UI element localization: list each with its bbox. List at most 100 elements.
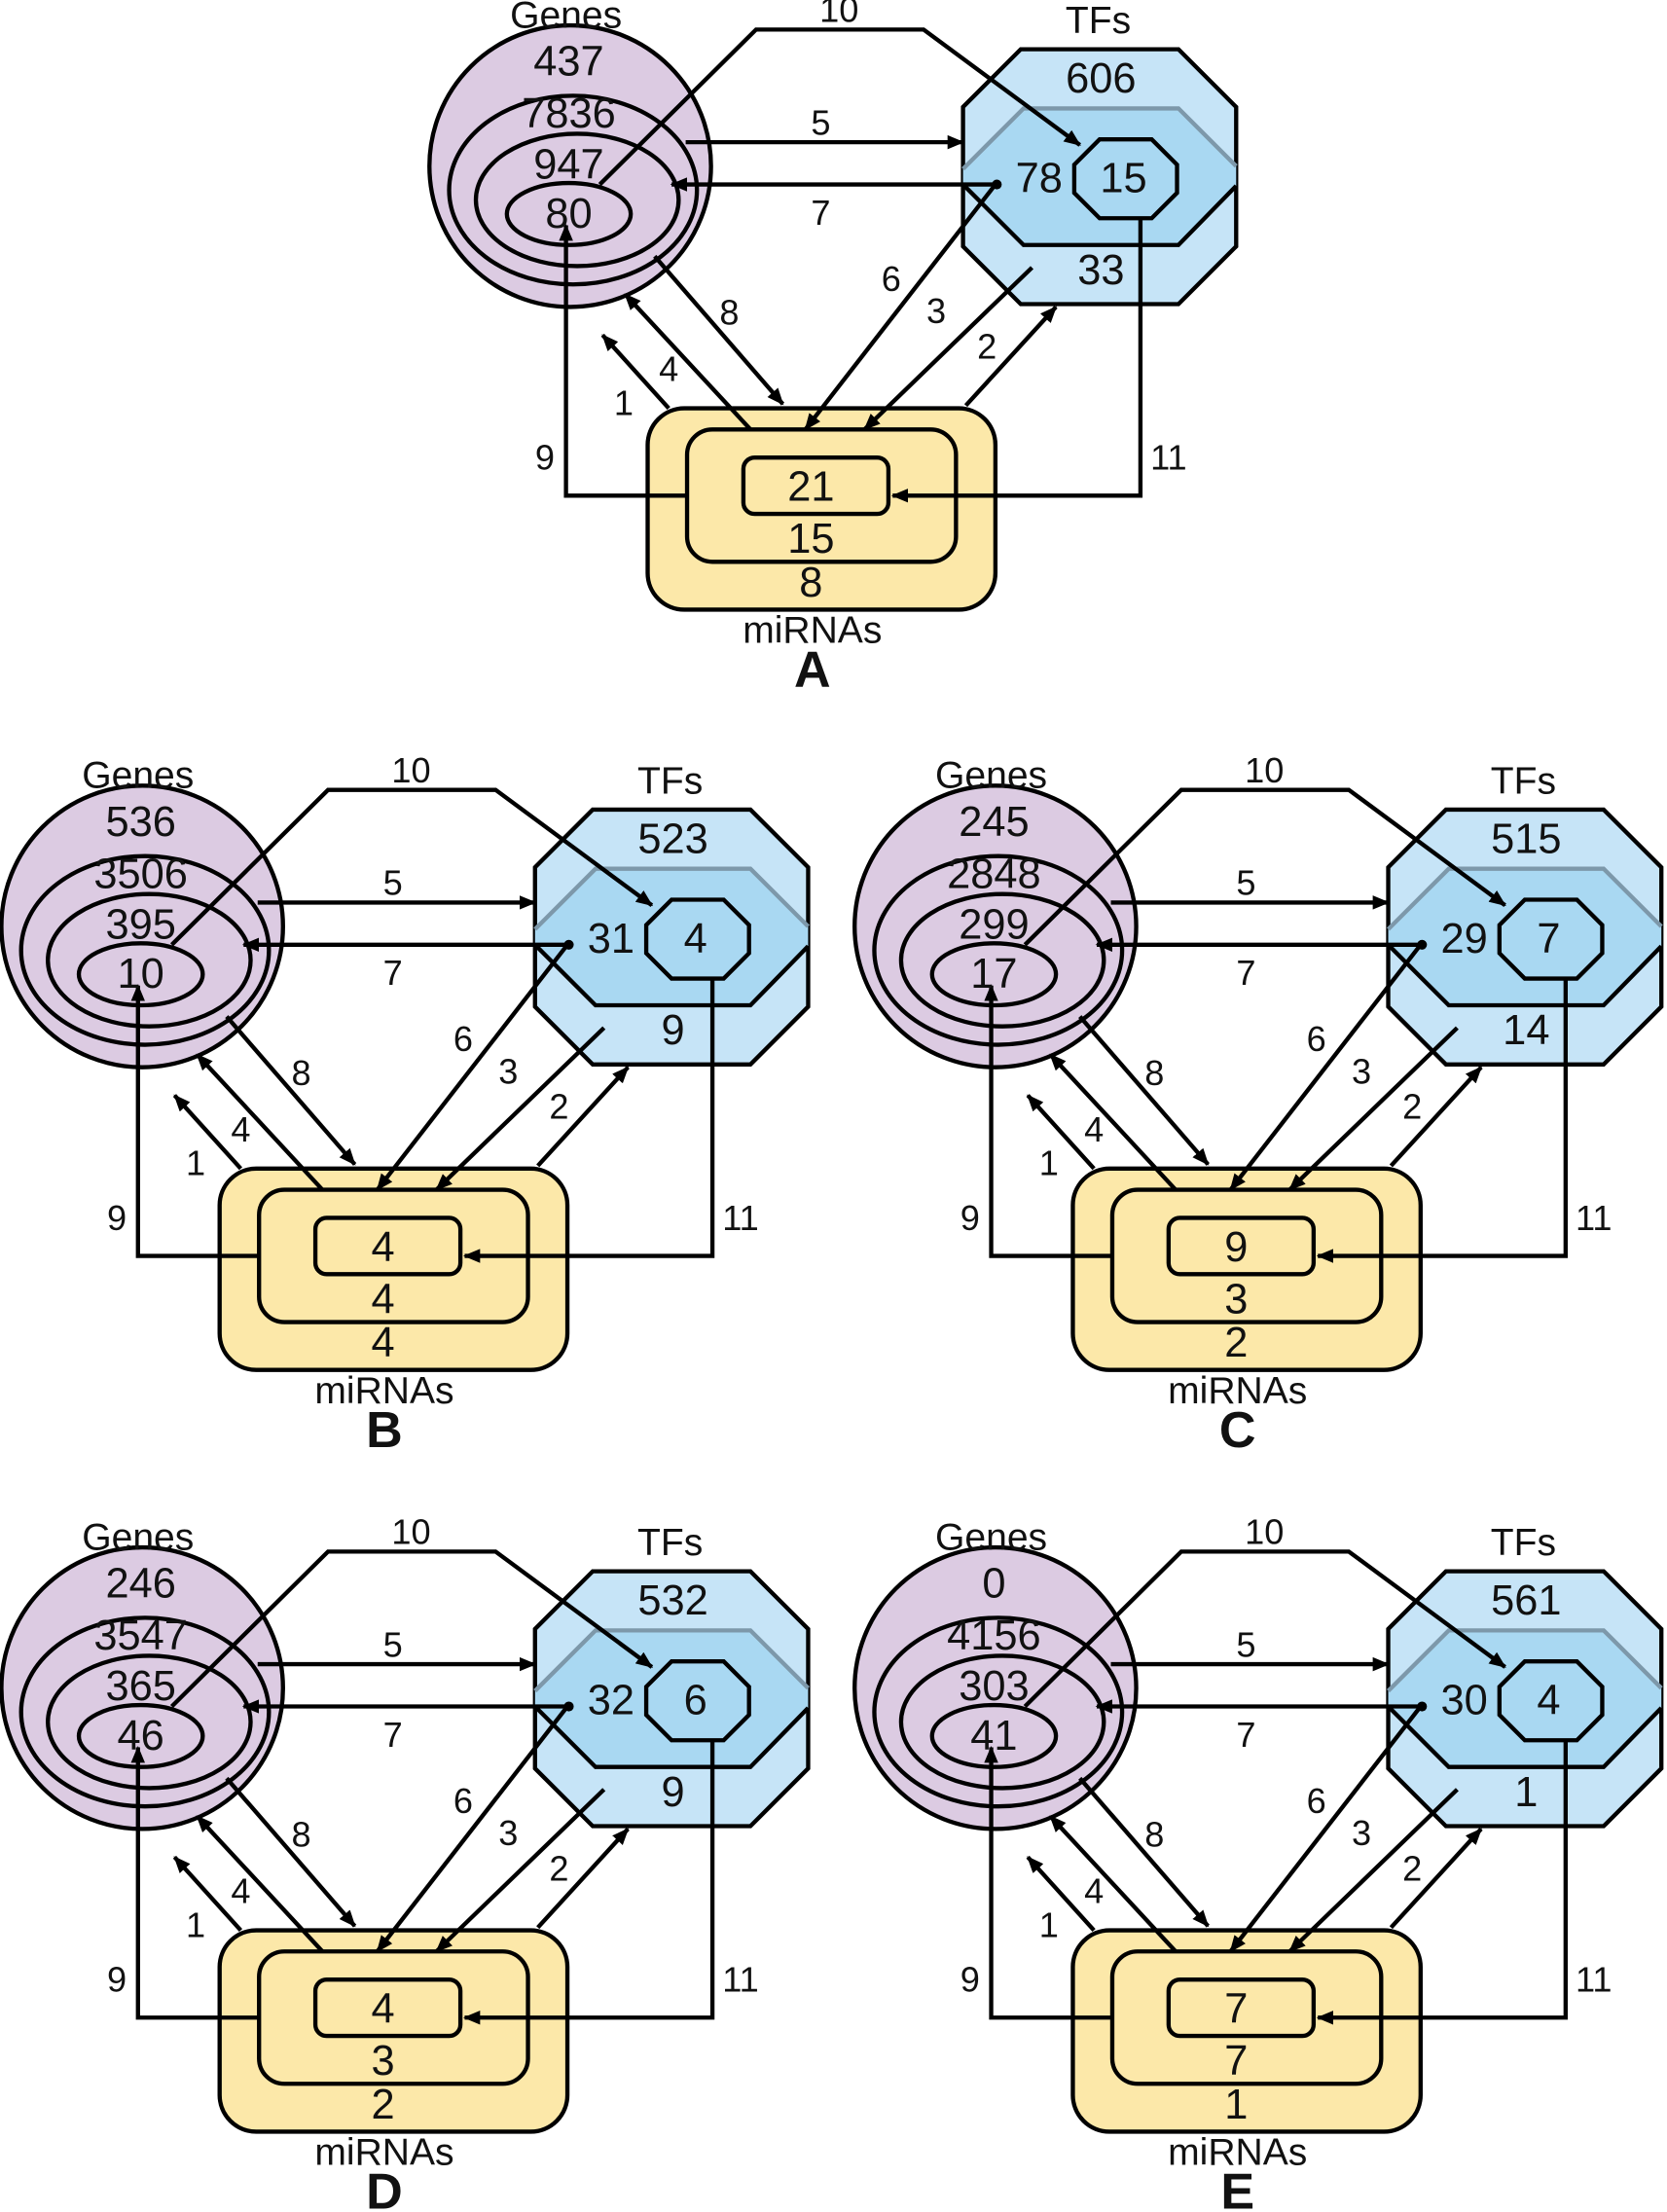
genes-count-3: 947 <box>533 141 603 188</box>
edge-label-4: 4 <box>659 349 678 389</box>
edge-source-dot <box>992 179 1002 190</box>
genes-ring-2 <box>872 1615 1125 1809</box>
tfs-count-bottom: 9 <box>661 1007 684 1054</box>
edge-label-1: 1 <box>1039 1904 1059 1944</box>
mirnas-count-middle: 7 <box>1224 2038 1248 2085</box>
tfs-count-core: 7 <box>1537 916 1560 962</box>
tfs-inner-band-bottom-edge <box>533 1704 811 1769</box>
edge-label-2: 2 <box>1402 1848 1422 1888</box>
edge-label-11: 11 <box>1576 1198 1613 1238</box>
tfs-node <box>960 47 1239 307</box>
edge-label-2: 2 <box>549 1087 568 1127</box>
edge-11-line <box>1316 1740 1569 2025</box>
edge-9-line <box>130 984 260 1258</box>
genes-count-2: 2848 <box>947 851 1041 897</box>
edge-label-4: 4 <box>231 1871 250 1911</box>
edge-label-10: 10 <box>391 750 430 790</box>
genes-outer-circle <box>852 1544 1139 1831</box>
edge-3-line <box>1287 1026 1459 1192</box>
mirnas-inner-box <box>1166 1215 1317 1277</box>
edge-10-line <box>1023 1549 1506 1709</box>
edge-11-line <box>1316 978 1569 1263</box>
tfs-core-octagon <box>1497 897 1605 981</box>
mirnas-inner-box <box>741 455 891 517</box>
genes-title: Genes <box>510 0 622 36</box>
edge-label-5: 5 <box>1236 1624 1255 1664</box>
edge-1-line <box>1026 1094 1096 1171</box>
tfs-node <box>532 807 811 1067</box>
tfs-inner-band-top-edge <box>961 106 1238 171</box>
genes-count-1: 437 <box>533 39 603 86</box>
edge-label-8: 8 <box>1144 1053 1164 1093</box>
edge-label-5: 5 <box>383 863 403 903</box>
genes-ring-2 <box>18 853 272 1047</box>
genes-outer-circle <box>0 1544 285 1831</box>
tfs-count-band: 30 <box>1441 1678 1488 1724</box>
tfs-count-core: 4 <box>1537 1678 1560 1724</box>
edge-2-line <box>1389 1827 1483 1930</box>
mirnas-count-inner: 7 <box>1224 1986 1248 2033</box>
tfs-title: TFs <box>1491 1522 1556 1564</box>
genes-core <box>504 180 634 247</box>
tfs-inner-band-bottom-edge <box>1387 943 1663 1008</box>
edge-label-4: 4 <box>1084 1871 1104 1911</box>
edge-2-line <box>1389 1066 1483 1168</box>
genes-node <box>0 783 285 1070</box>
mirnas-count-middle: 3 <box>1224 1276 1248 1323</box>
edge-6-line <box>376 1705 569 1953</box>
edge-10-line <box>169 787 654 947</box>
panel-label: D <box>366 2164 403 2212</box>
edge-label-6: 6 <box>1307 1019 1326 1059</box>
genes-count-3: 299 <box>959 902 1029 949</box>
tfs-count-band: 29 <box>1441 916 1488 962</box>
genes-count-4: 41 <box>970 1713 1017 1759</box>
edge-3-line <box>1287 1788 1459 1953</box>
edge-label-2: 2 <box>1402 1087 1422 1127</box>
tfs-title: TFs <box>1066 0 1131 42</box>
edge-8-line <box>225 1776 357 1928</box>
edge-label-1: 1 <box>186 1904 205 1944</box>
tfs-inner-band-bottom-edge <box>1387 1704 1663 1769</box>
genes-ring-2 <box>872 853 1125 1047</box>
edge-label-1: 1 <box>186 1143 205 1183</box>
edge-11-line <box>462 1740 715 2025</box>
genes-count-2: 7836 <box>522 91 616 137</box>
edge-2-line <box>536 1066 630 1168</box>
tfs-count-bottom: 14 <box>1503 1007 1549 1054</box>
tfs-inner-band-top-edge <box>1387 866 1663 931</box>
mirnas-title: miRNAs <box>314 2132 453 2174</box>
mirnas-title: miRNAs <box>743 610 882 652</box>
mirnas-count-middle: 15 <box>787 516 834 562</box>
tfs-node <box>1386 807 1664 1067</box>
edge-label-7: 7 <box>383 953 403 993</box>
edges <box>130 787 715 1263</box>
edge-1-line <box>172 1855 243 1933</box>
genes-outer-circle <box>427 22 713 309</box>
mirnas-count-middle: 3 <box>371 2038 394 2085</box>
edges <box>984 787 1569 1263</box>
edge-label-8: 8 <box>292 1053 311 1093</box>
edge-label-7: 7 <box>1236 1715 1255 1755</box>
mirnas-node <box>645 406 998 612</box>
genes-node <box>852 1544 1139 1831</box>
genes-count-2: 4156 <box>947 1613 1041 1659</box>
edge-6-line <box>1228 943 1423 1191</box>
genes-outer-circle <box>0 783 285 1070</box>
genes-count-4: 46 <box>118 1713 164 1759</box>
edge-3-line <box>434 1026 606 1192</box>
genes-count-1: 245 <box>959 799 1029 846</box>
edge-label-6: 6 <box>453 1781 473 1821</box>
tfs-count-bottom: 33 <box>1077 247 1124 294</box>
edge-9-line <box>130 1746 260 2020</box>
panel-label: A <box>794 642 831 699</box>
edge-9-line <box>559 224 688 498</box>
edges <box>130 1549 715 2025</box>
tfs-inner-band-bottom-edge <box>533 943 811 1008</box>
genes-ring-3 <box>46 891 253 1029</box>
edge-label-9: 9 <box>960 1960 980 2000</box>
tfs-count-bottom: 1 <box>1514 1769 1538 1816</box>
edge-label-8: 8 <box>719 293 739 333</box>
edge-6-line <box>803 183 997 431</box>
genes-count-1: 246 <box>105 1561 175 1608</box>
